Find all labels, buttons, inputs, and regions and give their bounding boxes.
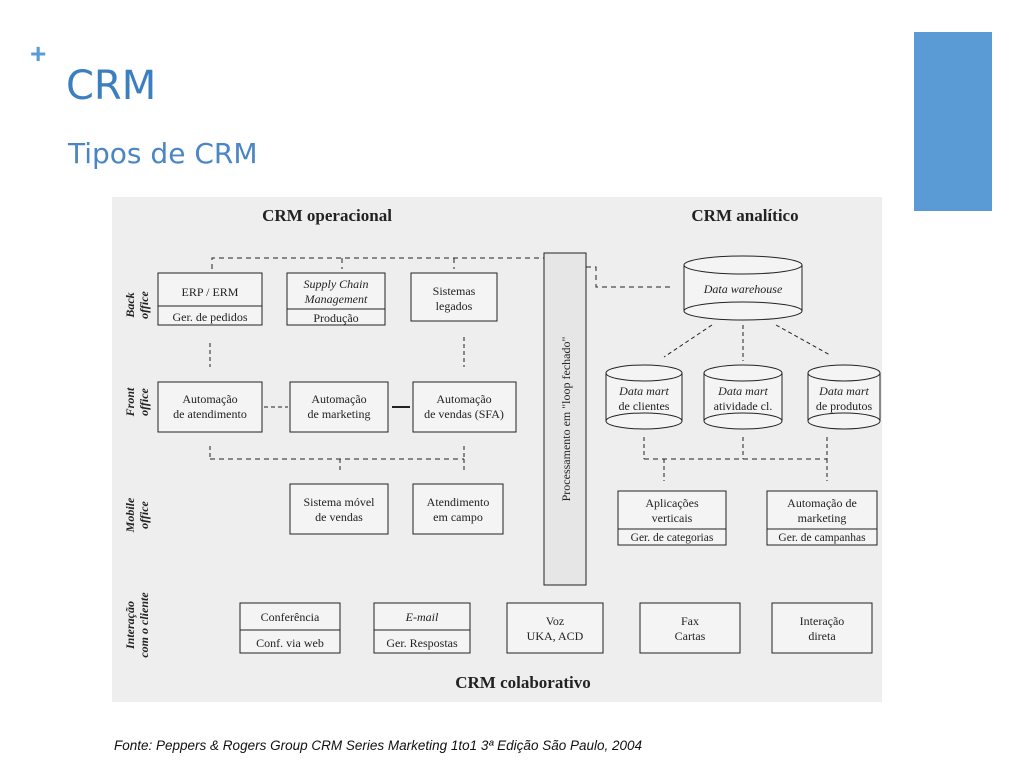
svg-text:Back: Back xyxy=(123,292,137,318)
svg-text:Conf. via web: Conf. via web xyxy=(256,636,324,650)
box-email: E-mail Ger. Respostas xyxy=(373,602,471,654)
svg-text:direta: direta xyxy=(808,629,836,643)
svg-text:Automação de: Automação de xyxy=(787,496,857,510)
svg-text:verticais: verticais xyxy=(652,511,693,525)
svg-text:UKA, ACD: UKA, ACD xyxy=(527,629,584,643)
svg-text:Mobile: Mobile xyxy=(123,497,137,533)
loop-processing-bar: Processamento em "loop fechado" xyxy=(543,252,587,586)
svg-text:com o cliente: com o cliente xyxy=(137,592,151,658)
arrow-to-warehouse xyxy=(586,266,672,288)
svg-text:atividade cl.: atividade cl. xyxy=(714,399,773,413)
box-conferencia: Conferência Conf. via web xyxy=(239,602,341,654)
svg-text:Fax: Fax xyxy=(681,614,699,628)
svg-text:de vendas (SFA): de vendas (SFA) xyxy=(424,407,504,421)
source-caption: Fonte: Peppers & Rogers Group CRM Series… xyxy=(114,738,643,753)
svg-text:de atendimento: de atendimento xyxy=(173,407,247,421)
loop-line-top xyxy=(211,257,580,269)
accent-bar xyxy=(914,32,992,211)
plus-icon: + xyxy=(30,38,47,69)
box-voz: Voz UKA, ACD xyxy=(506,602,604,654)
svg-text:Ger. Respostas: Ger. Respostas xyxy=(386,636,458,650)
box-sistemas-legados: Sistemas legados xyxy=(410,272,498,322)
svg-text:Sistema móvel: Sistema móvel xyxy=(304,495,376,509)
svg-text:Ger. de pedidos: Ger. de pedidos xyxy=(173,310,248,324)
slide-subtitle: Tipos de CRM xyxy=(68,137,258,170)
svg-text:Processamento em "loop fechado: Processamento em "loop fechado" xyxy=(559,337,573,502)
svg-text:Data mart: Data mart xyxy=(717,384,768,398)
svg-text:Aplicações: Aplicações xyxy=(645,496,699,510)
svg-text:Automação: Automação xyxy=(311,392,366,406)
box-supply-chain: Supply Chain Management Produção xyxy=(286,272,386,326)
box-sistema-movel: Sistema móvel de vendas xyxy=(289,483,389,535)
svg-text:Supply Chain: Supply Chain xyxy=(304,277,369,291)
svg-text:Automação: Automação xyxy=(436,392,491,406)
svg-text:E-mail: E-mail xyxy=(405,610,439,624)
arrow-warehouse-clientes xyxy=(663,324,713,358)
cylinder-data-mart-produtos: Data mart de produtos xyxy=(807,364,881,430)
header-crm-operacional: CRM operacional xyxy=(262,206,392,225)
svg-text:ERP / ERM: ERP / ERM xyxy=(182,285,239,299)
row-label-mobile-office: Mobile office xyxy=(123,497,151,533)
svg-text:office: office xyxy=(137,500,151,528)
box-erp: ERP / ERM Ger. de pedidos xyxy=(157,272,263,326)
svg-text:Cartas: Cartas xyxy=(675,629,706,643)
box-fax: Fax Cartas xyxy=(639,602,741,654)
box-aplicacoes-verticais: Aplicações verticais Ger. de categorias xyxy=(617,490,727,546)
box-atendimento-campo: Atendimento em campo xyxy=(412,483,504,535)
svg-text:Atendimento: Atendimento xyxy=(427,495,490,509)
svg-text:legados: legados xyxy=(436,299,473,313)
svg-text:Automação: Automação xyxy=(182,392,237,406)
svg-text:office: office xyxy=(137,290,151,318)
row-label-back-office: Back office xyxy=(123,290,151,318)
svg-text:Interação: Interação xyxy=(123,601,137,650)
svg-text:Front: Front xyxy=(123,387,137,417)
header-crm-analitico: CRM analítico xyxy=(691,206,798,225)
box-interacao-direta: Interação direta xyxy=(771,602,873,654)
svg-text:Management: Management xyxy=(304,292,368,306)
svg-text:marketing: marketing xyxy=(798,511,847,525)
svg-text:Conferência: Conferência xyxy=(261,610,320,624)
svg-text:Sistemas: Sistemas xyxy=(433,284,476,298)
box-automacao-de-marketing: Automação de marketing Ger. de campanhas xyxy=(766,490,878,546)
box-automacao-marketing: Automação de marketing xyxy=(289,381,389,433)
svg-text:office: office xyxy=(137,387,151,415)
svg-text:de clientes: de clientes xyxy=(619,399,670,413)
svg-text:Produção: Produção xyxy=(313,311,358,325)
row-label-interacao: Interação com o cliente xyxy=(123,592,151,658)
row-label-front-office: Front office xyxy=(123,387,151,417)
slide-title: CRM xyxy=(66,63,157,109)
svg-text:Voz: Voz xyxy=(546,614,564,628)
arrow-warehouse-produtos xyxy=(775,324,831,356)
svg-text:Data mart: Data mart xyxy=(618,384,669,398)
cylinder-data-warehouse: Data warehouse xyxy=(683,255,803,321)
crm-diagram: CRM operacional CRM analítico CRM colabo… xyxy=(112,197,882,702)
cylinder-data-mart-atividade: Data mart atividade cl. xyxy=(703,364,783,430)
cylinder-data-mart-clientes: Data mart de clientes xyxy=(605,364,683,430)
svg-text:Ger. de campanhas: Ger. de campanhas xyxy=(778,532,866,544)
box-automacao-atendimento: Automação de atendimento xyxy=(157,381,263,433)
svg-text:de marketing: de marketing xyxy=(308,407,371,421)
box-automacao-vendas: Automação de vendas (SFA) xyxy=(412,381,517,433)
svg-text:de vendas: de vendas xyxy=(315,510,363,524)
svg-text:de produtos: de produtos xyxy=(816,399,873,413)
svg-text:em campo: em campo xyxy=(433,510,483,524)
svg-text:Data mart: Data mart xyxy=(818,384,869,398)
svg-text:Ger. de categorias: Ger. de categorias xyxy=(631,532,714,544)
svg-text:Data warehouse: Data warehouse xyxy=(703,282,783,296)
crm-diagram-svg: CRM operacional CRM analítico CRM colabo… xyxy=(123,206,881,692)
header-crm-colaborativo: CRM colaborativo xyxy=(455,673,591,692)
svg-text:Interação: Interação xyxy=(800,614,845,628)
